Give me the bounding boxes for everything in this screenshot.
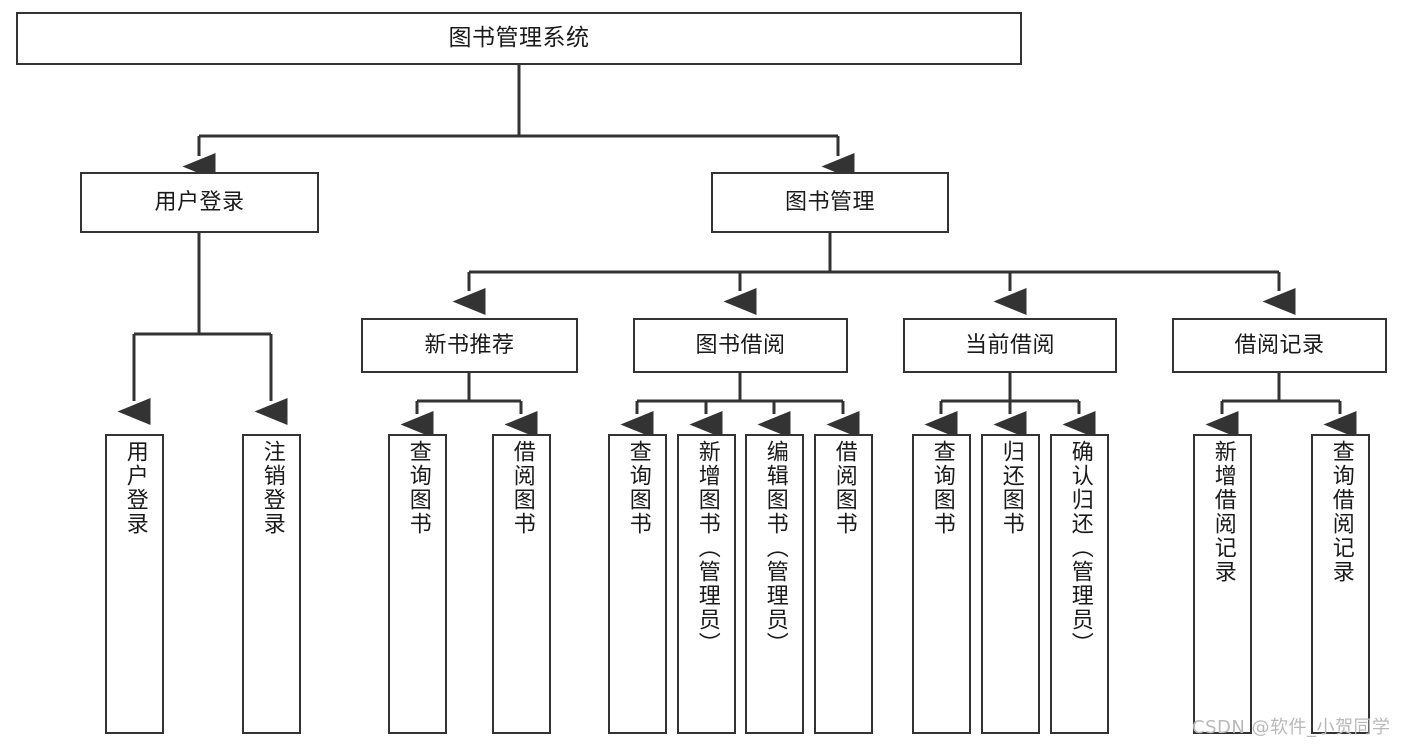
node-leaf-query-book-1-label: 查询图书 [405, 440, 431, 536]
node-leaf-query-book-1[interactable]: 查询图书 [388, 434, 447, 734]
node-borrow-record[interactable]: 借阅记录 [1172, 318, 1387, 373]
node-leaf-user-login[interactable]: 用户登录 [105, 434, 164, 734]
node-leaf-edit-book-label: 编辑图书（管理员） [762, 440, 788, 656]
node-leaf-borrow-book-2[interactable]: 借阅图书 [814, 434, 873, 734]
node-leaf-add-book-label: 新增图书（管理员） [694, 440, 720, 656]
node-leaf-return-book[interactable]: 归还图书 [981, 434, 1040, 734]
node-leaf-add-record[interactable]: 新增借阅记录 [1193, 434, 1252, 734]
node-book-borrow[interactable]: 图书借阅 [633, 318, 848, 373]
node-leaf-query-record-label: 查询借阅记录 [1328, 440, 1354, 584]
node-book-borrow-label: 图书借阅 [695, 332, 786, 358]
node-leaf-query-book-3[interactable]: 查询图书 [912, 434, 971, 734]
node-root-system[interactable]: 图书管理系统 [16, 12, 1022, 65]
node-leaf-return-book-label: 归还图书 [998, 440, 1024, 536]
node-leaf-logout-login[interactable]: 注销登录 [242, 434, 301, 734]
node-current-borrow-label: 当前借阅 [964, 332, 1055, 358]
node-borrow-record-label: 借阅记录 [1234, 332, 1325, 358]
node-leaf-query-record[interactable]: 查询借阅记录 [1311, 434, 1370, 734]
node-leaf-query-book-2[interactable]: 查询图书 [608, 434, 667, 734]
node-leaf-confirm-return[interactable]: 确认归还（管理员） [1050, 434, 1109, 734]
node-book-management-label: 图书管理 [784, 189, 875, 215]
node-leaf-borrow-book-2-label: 借阅图书 [831, 440, 857, 536]
node-leaf-user-login-label: 用户登录 [122, 440, 148, 536]
node-leaf-edit-book[interactable]: 编辑图书（管理员） [745, 434, 804, 734]
node-leaf-add-record-label: 新增借阅记录 [1210, 440, 1236, 584]
node-leaf-logout-login-label: 注销登录 [259, 440, 285, 536]
node-user-login-label: 用户登录 [154, 189, 245, 215]
node-new-book-recommend-label: 新书推荐 [424, 332, 515, 358]
node-user-login[interactable]: 用户登录 [80, 172, 319, 233]
node-leaf-borrow-book-1-label: 借阅图书 [509, 440, 535, 536]
node-leaf-add-book[interactable]: 新增图书（管理员） [677, 434, 736, 734]
node-new-book-recommend[interactable]: 新书推荐 [361, 318, 578, 373]
node-leaf-query-book-3-label: 查询图书 [929, 440, 955, 536]
node-book-management[interactable]: 图书管理 [711, 172, 949, 233]
node-leaf-confirm-return-label: 确认归还（管理员） [1067, 440, 1093, 656]
node-current-borrow[interactable]: 当前借阅 [903, 318, 1117, 373]
node-leaf-query-book-2-label: 查询图书 [625, 440, 651, 536]
node-root-label: 图书管理系统 [448, 24, 590, 51]
node-leaf-borrow-book-1[interactable]: 借阅图书 [492, 434, 551, 734]
